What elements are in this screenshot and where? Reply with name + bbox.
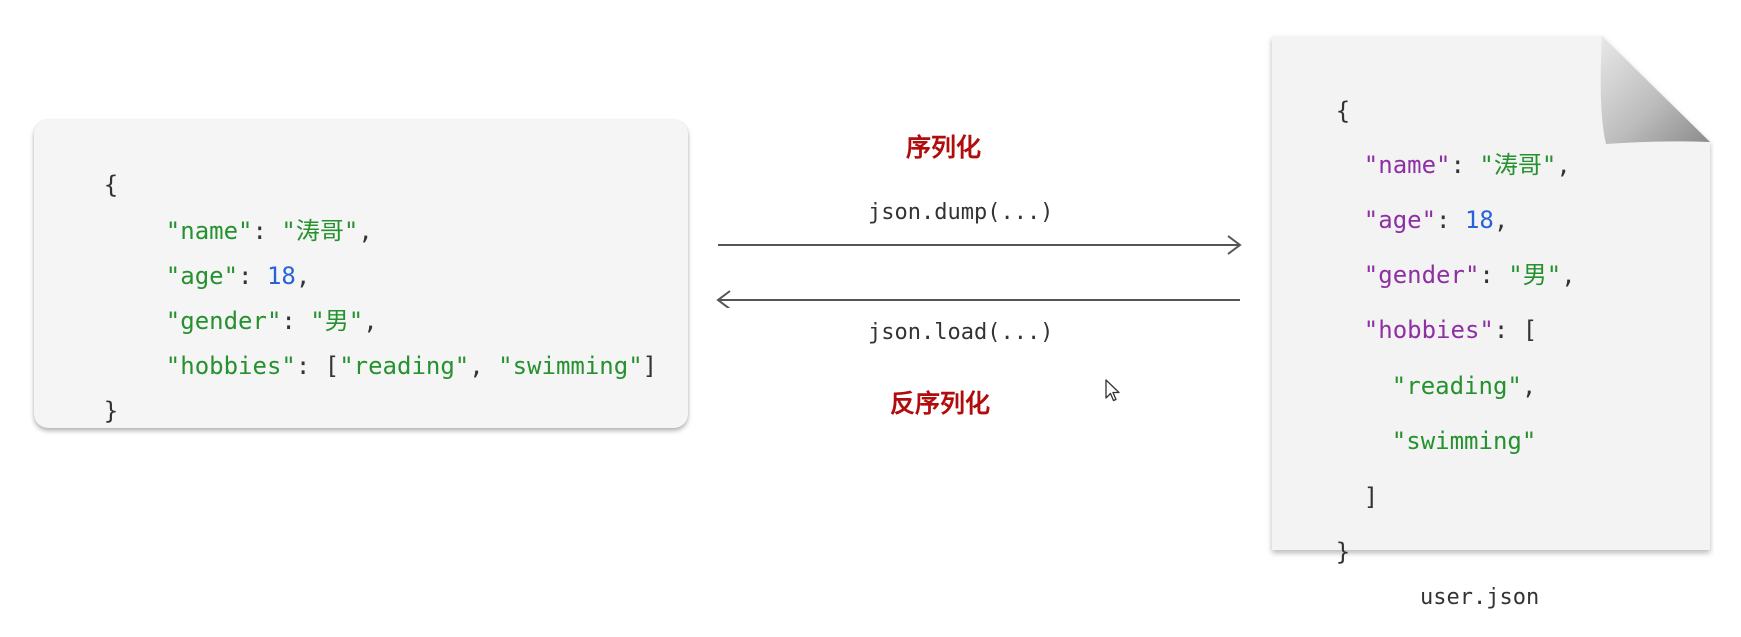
arrows [716, 235, 1242, 308]
file-hobby-swimming: "swimming" [1391, 427, 1537, 455]
gender-value: "男" [310, 307, 364, 335]
file-line-close-bracket: ] [1306, 452, 1378, 542]
file-line-swimming: "swimming" [1334, 396, 1537, 486]
code-line-open: { [46, 140, 118, 230]
file-line-close: } [1278, 507, 1350, 597]
file-line-gender: "gender": "男", [1363, 261, 1576, 289]
open-brace: { [103, 171, 119, 199]
file-hobby-reading: "reading" [1391, 372, 1522, 400]
code-line-close: } [46, 366, 118, 456]
page-fold-icon [1600, 36, 1710, 144]
file-line-name: "name": "涛哥", [1363, 151, 1571, 179]
file-name-label: user.json [1420, 585, 1540, 610]
load-function-label: json.load(...) [868, 320, 1054, 345]
deserialize-label: 反序列化 [890, 389, 991, 418]
age-key: "age" [165, 262, 239, 290]
close-brace: } [103, 397, 119, 425]
code-line-name: "name": "涛哥", [165, 217, 373, 245]
file-age-key: "age" [1363, 206, 1437, 234]
left-arrow-icon [716, 290, 1240, 308]
hobby-swimming: "swimming" [498, 352, 643, 380]
code-line-gender: "gender": "男", [165, 307, 378, 335]
file-close-brace: } [1335, 538, 1351, 566]
file-gender-key: "gender" [1363, 261, 1480, 289]
json-file-page [1272, 36, 1710, 550]
gender-key: "gender" [165, 307, 282, 335]
file-age-value: 18 [1464, 206, 1494, 234]
hobby-reading: "reading" [339, 352, 470, 380]
name-key: "name" [165, 217, 253, 245]
hobbies-key: "hobbies" [165, 352, 296, 380]
file-open-brace: { [1335, 97, 1351, 125]
code-line-hobbies: "hobbies": ["reading", "swimming"] [165, 352, 658, 380]
file-name-key: "name" [1363, 151, 1451, 179]
file-open-bracket: [ [1522, 316, 1538, 344]
mouse-cursor-icon [1105, 379, 1120, 402]
name-value: "涛哥" [281, 217, 359, 245]
file-line-open: { [1278, 66, 1350, 156]
file-line-age: "age": 18, [1363, 206, 1509, 234]
right-arrow-icon [718, 235, 1242, 255]
file-close-bracket: ] [1363, 483, 1379, 511]
file-line-reading: "reading", [1391, 372, 1537, 400]
code-line-age: "age": 18, [165, 262, 311, 290]
file-gender-value: "男" [1508, 261, 1562, 289]
age-value: 18 [266, 262, 296, 290]
python-dict-card: { "name": "涛哥", "age": 18, "gender": "男"… [34, 120, 688, 428]
file-name-value: "涛哥" [1479, 151, 1557, 179]
file-hobbies-key: "hobbies" [1363, 316, 1494, 344]
dump-function-label: json.dump(...) [868, 200, 1054, 225]
serialize-label: 序列化 [906, 133, 982, 162]
file-line-hobbies: "hobbies": [ [1363, 316, 1538, 344]
